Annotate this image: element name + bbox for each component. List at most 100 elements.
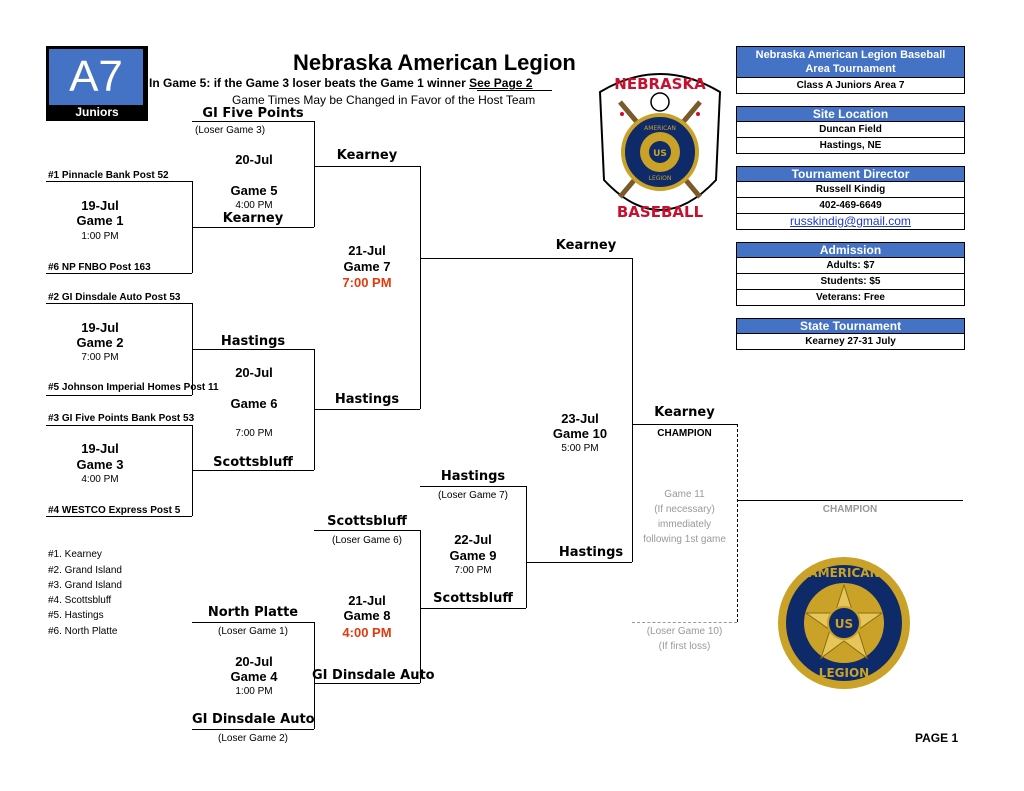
game9-time: 7:00 PM: [454, 565, 492, 576]
game7-winner: Kearney: [555, 238, 617, 253]
final-champion-label: CHAMPION: [822, 504, 878, 515]
tournament-class: Class A Juniors Area 7: [796, 80, 905, 91]
tournament-director-box: Tournament Director Russell Kindig 402-4…: [736, 166, 965, 230]
director-email-link[interactable]: russkindig@gmail.com: [737, 213, 964, 229]
game5-time: 4:00 PM: [235, 200, 273, 211]
game6-time: 7:00 PM: [235, 428, 273, 439]
seed-6-team: #6 NP FNBO Post 163: [48, 262, 151, 273]
game1-label: Game 1: [76, 213, 124, 228]
game8-top-note: (Loser Game 6): [331, 535, 403, 546]
site-location-box: Site Location Duncan Field Hastings, NE: [736, 106, 965, 154]
game6-label: Game 6: [230, 396, 278, 411]
site-city: Hastings, NE: [737, 137, 964, 153]
game6-winner: Hastings: [334, 392, 400, 407]
admission-veterans: Veterans: Free: [737, 289, 964, 305]
nebraska-text: NEBRASKA: [614, 75, 706, 93]
seed-list-item: #5. Hastings: [48, 610, 104, 621]
emblem-us-text: US: [653, 149, 667, 159]
baseball-text: BASEBALL: [617, 203, 704, 221]
tournament-title-line1: Nebraska American Legion Baseball: [755, 49, 946, 61]
admission-heading: Admission: [737, 243, 964, 258]
game3-date: 19-Jul: [81, 441, 119, 456]
game2-time: 7:00 PM: [81, 352, 119, 363]
game5-winner: Kearney: [336, 148, 398, 163]
game5-top-team: GI Five Points: [202, 106, 304, 121]
game8-winner: Scottsbluff: [433, 591, 513, 606]
game9-label: Game 9: [449, 548, 497, 563]
game7-label: Game 7: [343, 259, 391, 274]
site-location-heading: Site Location: [737, 107, 964, 122]
admission-students: Students: $5: [737, 273, 964, 289]
admission-box: Admission Adults: $7 Students: $5 Vetera…: [736, 242, 965, 306]
game5-label: Game 5: [230, 183, 278, 198]
seed-list-item: #1. Kearney: [48, 549, 102, 560]
game8-time: 4:00 PM: [342, 625, 392, 640]
american-legion-emblem: US AMERICAN LEGION: [776, 555, 912, 691]
game1-time: 1:00 PM: [81, 231, 119, 242]
game4-top-team: North Platte: [207, 605, 299, 620]
seed-2-team: #2 GI Dinsdale Auto Post 53: [48, 292, 181, 303]
game11-loser-note: (Loser Game 10): [646, 626, 723, 637]
game9-top-team: Hastings: [440, 469, 506, 484]
game4-bottom-note: (Loser Game 2): [217, 733, 289, 744]
game5-top-note: (Loser Game 3): [195, 125, 266, 136]
game10-date: 23-Jul: [561, 411, 599, 426]
game3-time: 4:00 PM: [81, 474, 119, 485]
site-name: Duncan Field: [819, 124, 882, 135]
area-badge: A7 Juniors: [46, 46, 148, 121]
game1-date: 19-Jul: [81, 198, 119, 213]
page-title: Nebraska American Legion: [293, 50, 576, 75]
state-tournament-value: Kearney 27-31 July: [805, 336, 896, 347]
emblem-american-label: AMERICAN: [808, 566, 879, 580]
game10-winner: Kearney: [654, 405, 715, 420]
state-tournament-box: State Tournament Kearney 27-31 July: [736, 318, 965, 350]
game9-winner: Hastings: [558, 545, 624, 560]
game11-label: Game 11: [664, 489, 705, 500]
director-heading: Tournament Director: [737, 167, 964, 182]
badge-label: Juniors: [75, 105, 119, 119]
badge-code: A7: [49, 49, 143, 105]
page-number: PAGE 1: [915, 731, 959, 745]
director-phone: 402-469-6649: [737, 197, 964, 213]
game11-following: following 1st game: [643, 534, 726, 545]
game5-note-text: In Game 5: if the Game 3 loser beats the…: [149, 76, 470, 90]
emblem-legion-label: LEGION: [819, 666, 869, 680]
tournament-title-box: Nebraska American Legion Baseball Area T…: [736, 46, 965, 94]
game5-date: 20-Jul: [235, 152, 273, 167]
seed-1-team: #1 Pinnacle Bank Post 52: [48, 170, 169, 181]
tournament-title-line2: Area Tournament: [805, 63, 896, 75]
game8-label: Game 8: [343, 608, 391, 623]
game3-label: Game 3: [76, 457, 124, 472]
seed-list-item: #4. Scottsbluff: [48, 595, 112, 606]
game4-bottom-team: GI Dinsdale Auto: [192, 712, 315, 727]
see-page-2-link[interactable]: See Page 2: [469, 76, 533, 90]
game4-winner: GI Dinsdale Auto: [312, 668, 435, 683]
seed-4-team: #4 WESTCO Express Post 5: [48, 505, 181, 516]
game10-champion-label: CHAMPION: [657, 428, 712, 439]
game9-date: 22-Jul: [454, 532, 492, 547]
game4-date: 20-Jul: [235, 654, 273, 669]
emblem-legion-text: LEGION: [649, 175, 672, 182]
game4-top-note: (Loser Game 1): [217, 626, 289, 637]
seed-list-item: #3. Grand Island: [48, 580, 122, 591]
game7-date: 21-Jul: [348, 243, 386, 258]
game11-if-necessary: (If necessary): [654, 504, 715, 515]
game4-label: Game 4: [230, 669, 278, 684]
game5-note: In Game 5: if the Game 3 loser beats the…: [149, 76, 532, 90]
emblem-american-text: AMERICAN: [644, 125, 676, 132]
game2-label: Game 2: [76, 335, 124, 350]
director-name: Russell Kindig: [815, 184, 886, 195]
legion-baseball-logo: US AMERICAN LEGION NEBRASKA BASEBALL: [590, 62, 730, 232]
game3-winner: Scottsbluff: [213, 455, 293, 470]
game1-winner: Kearney: [222, 211, 284, 226]
game6-date: 20-Jul: [235, 365, 273, 380]
game10-time: 5:00 PM: [561, 443, 599, 454]
game7-time: 7:00 PM: [342, 275, 392, 290]
game-times-note: Game Times May be Changed in Favor of th…: [232, 93, 536, 107]
game9-top-note: (Loser Game 7): [437, 490, 509, 501]
game8-top-team: Scottsbluff: [327, 514, 407, 529]
game4-time: 1:00 PM: [235, 686, 273, 697]
emblem-us-center-text: US: [835, 617, 853, 631]
game11-first-loss-note: (If first loss): [658, 641, 711, 652]
state-tournament-heading: State Tournament: [737, 319, 964, 334]
